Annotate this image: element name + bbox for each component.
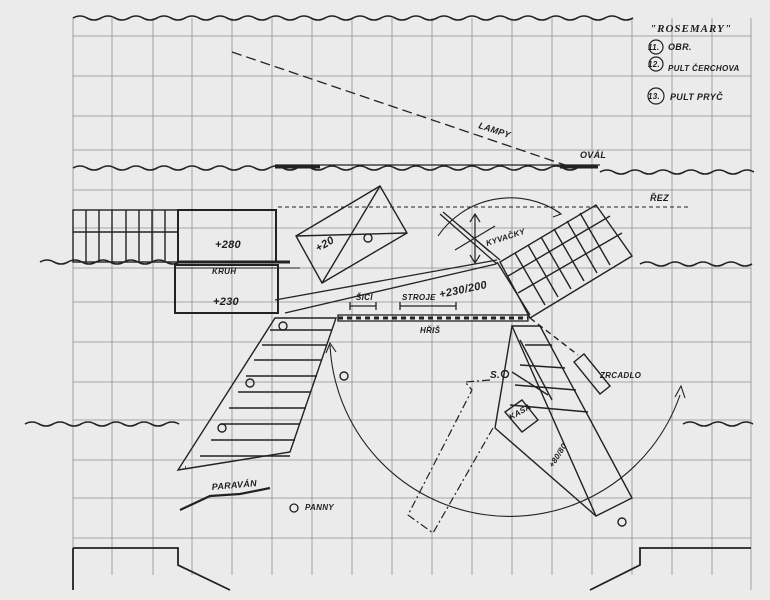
swing-arcs: [325, 197, 686, 517]
stage-front-outline: [72, 547, 751, 591]
right-stairs: [494, 325, 633, 527]
kyvacky-arrows: [454, 212, 496, 265]
label-230: +230: [213, 296, 240, 308]
dash-dot-path: [407, 379, 494, 534]
label-kruh: KRUH: [212, 267, 236, 276]
label-hris: HŘIŠ: [420, 326, 441, 335]
label-zrcadlo: ZRCADLO: [599, 371, 642, 380]
kasa-box: [503, 399, 539, 433]
paravan-screen: [179, 486, 299, 513]
zrcadlo-mirror: [529, 317, 611, 395]
tilted-box-20: [295, 185, 408, 284]
hris-bar: [337, 302, 529, 322]
legend-number-1: 11.: [648, 43, 659, 52]
lampy-line: [231, 51, 566, 166]
label-sici: ŠICÍ: [356, 293, 374, 302]
grid: [72, 18, 752, 590]
left-stairs: [176, 317, 349, 471]
label-280: +280: [215, 239, 242, 251]
curtain-wave-lines: [24, 15, 755, 427]
label-rez: ŘEZ: [650, 192, 669, 203]
title-text: "ROSEMARY": [650, 23, 732, 35]
label-panny: PANNY: [305, 503, 334, 512]
legend-number-3: 13.: [648, 92, 660, 101]
label-stroje: STROJE: [402, 293, 436, 302]
right-steps: [499, 204, 634, 319]
label-s: S.: [490, 370, 500, 381]
legend-circles: [647, 39, 665, 105]
legend-text-3: PULT PRYČ: [670, 91, 723, 102]
label-paravan: PARAVÁN: [211, 478, 257, 492]
left-platform: [72, 209, 300, 314]
label-oval: OVÁL: [580, 150, 606, 160]
oval-bar: [275, 164, 600, 169]
legend-text-1: OBR.: [668, 42, 692, 52]
legend-text-2: PULT ČERCHOVA: [668, 64, 740, 73]
legend-number-2: 12.: [648, 60, 660, 69]
